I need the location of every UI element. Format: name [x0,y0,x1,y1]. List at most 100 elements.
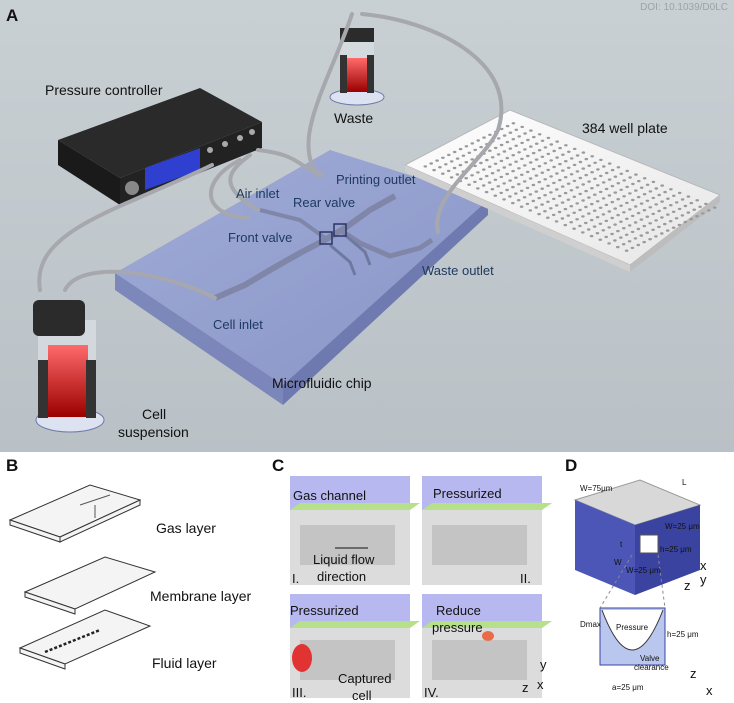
well [625,169,629,173]
well [558,178,562,182]
well [639,186,644,189]
well [569,173,574,176]
well [607,226,611,229]
front-valve-marker [319,231,333,245]
well [572,195,577,198]
well [602,165,606,168]
suspension-label: suspension [118,424,189,440]
well [616,166,621,169]
well [496,137,501,140]
well [523,164,527,167]
reduce-label: Reduce [436,603,481,618]
well [520,173,524,176]
well [683,204,688,208]
well [499,143,504,147]
well [631,182,635,186]
well [552,165,556,169]
well [604,235,608,239]
well [610,216,614,220]
well [695,215,699,218]
well [493,194,498,197]
panel-b-letter: B [6,456,19,475]
well [584,173,588,177]
well [639,218,644,221]
well [555,188,559,191]
well [707,209,711,212]
well [488,149,492,152]
well [467,151,472,154]
well [619,188,623,191]
well [485,158,489,162]
well [642,224,647,228]
step-iv-label: IV. [424,685,439,700]
well [666,197,670,200]
well [554,220,559,223]
well [648,206,653,209]
well [648,190,653,193]
well [555,172,559,175]
well [578,192,582,196]
well [642,209,647,212]
well [663,190,667,194]
well [519,205,524,208]
well [511,122,516,125]
gas-layer-label: Gas layer [156,520,216,536]
well [589,218,594,222]
well [499,175,504,179]
well [514,176,518,179]
well [581,215,585,218]
well [636,211,641,215]
well [558,162,562,166]
panel-b-layers [8,484,157,670]
well [598,238,603,241]
well [543,194,547,197]
well [552,149,556,153]
well [561,169,565,172]
well [566,198,571,201]
pressurized-label-iii: Pressurized [290,603,359,618]
well [657,193,661,197]
axis-x2-d: x [706,683,713,698]
well [554,204,559,207]
well [634,173,638,176]
well [534,190,539,193]
well [549,159,553,162]
well [476,187,480,190]
well [631,198,635,202]
well [596,184,600,187]
pressure-d-label: Pressure [616,623,649,632]
well [593,193,597,196]
well [528,161,533,164]
well [470,174,474,177]
well [543,178,547,181]
well [581,151,586,154]
well [516,199,521,202]
well [627,240,632,243]
well [505,188,509,192]
well [680,198,685,201]
wg-label: W [614,558,622,567]
fluid-layer-label: Fluid layer [152,655,217,671]
well [540,187,544,190]
well [546,200,550,203]
panel-d-diagrams [573,479,702,666]
well [505,172,510,176]
well [598,206,603,209]
well [452,150,457,154]
well [537,165,542,168]
well [490,172,495,175]
well [651,212,655,216]
well [484,174,489,178]
well [587,164,591,167]
well [557,194,562,198]
step-i-label: I. [292,571,300,586]
well [607,194,612,197]
well [522,196,527,199]
well [479,145,483,149]
well [642,177,647,180]
well [514,128,519,131]
well [546,184,550,187]
well [622,195,626,198]
well [613,191,618,194]
well [473,148,478,152]
